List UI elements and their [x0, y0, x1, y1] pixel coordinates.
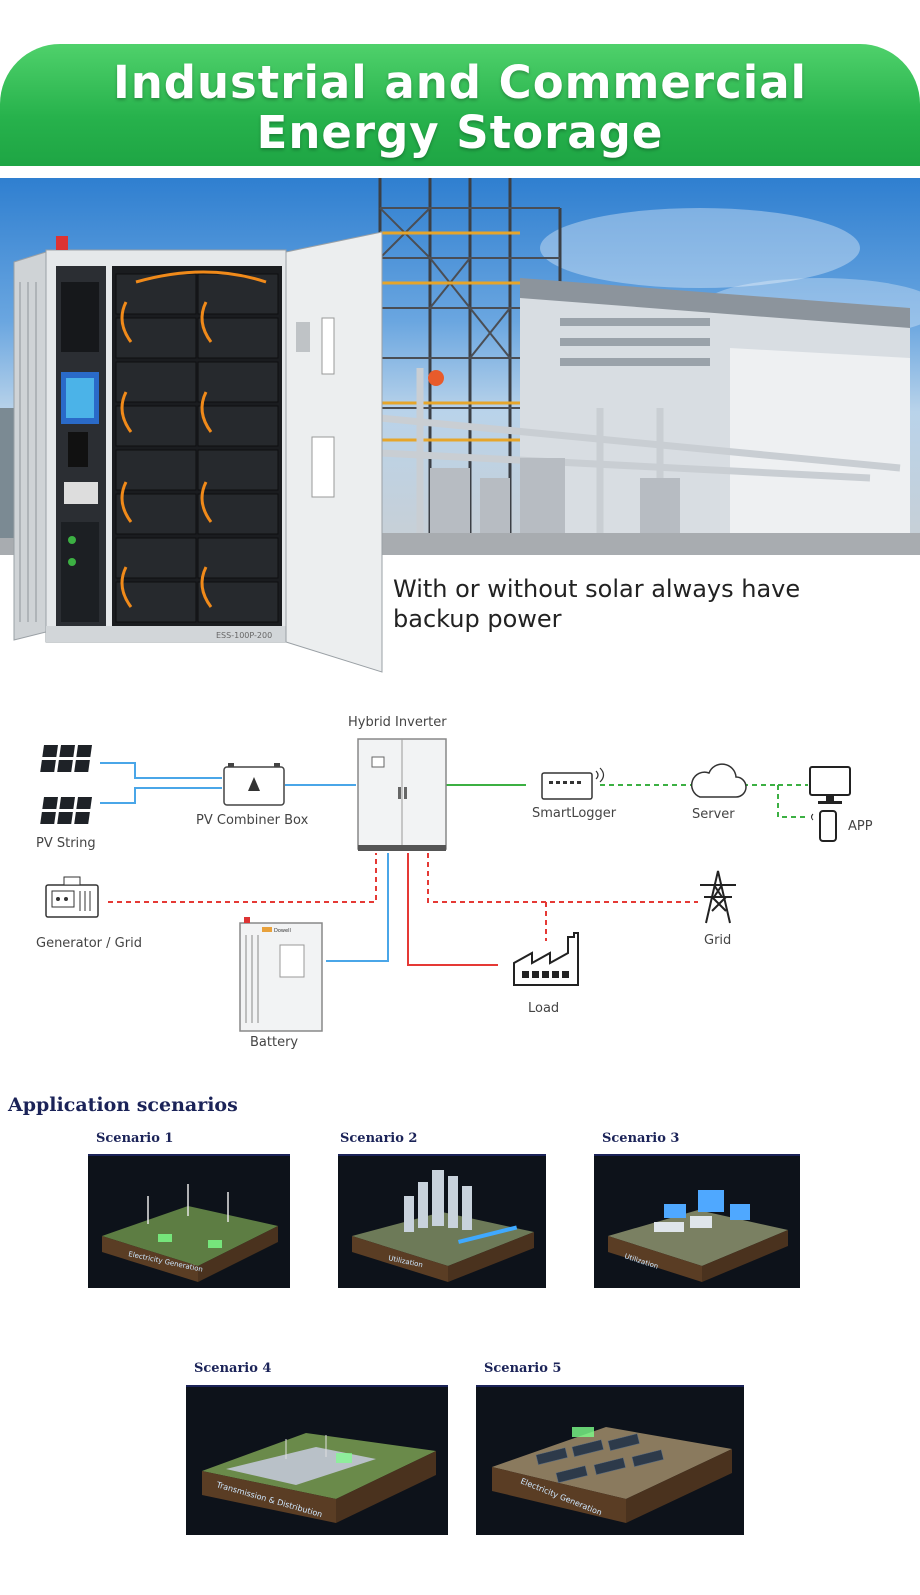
scenario-5-label: Scenario 5 — [484, 1361, 562, 1376]
phone-icon — [811, 810, 837, 842]
scenario-1-label: Scenario 1 — [96, 1131, 174, 1146]
scenario-1-image: Electricity Generation — [88, 1154, 290, 1288]
hybrid-inverter-icon — [357, 738, 447, 851]
label-pv-string: PV String — [36, 836, 96, 851]
tagline-line-1: With or without solar always have — [393, 575, 801, 603]
header-banner: Industrial and Commercial Energy Storage — [0, 44, 920, 166]
combiner-box-icon — [223, 763, 285, 806]
scenario-4-label: Scenario 4 — [194, 1361, 272, 1376]
cloud-icon — [690, 763, 747, 798]
label-app: APP — [848, 819, 873, 834]
tagline-line-2: backup power — [393, 605, 562, 633]
application-scenarios-heading: Application scenarios — [8, 1094, 238, 1116]
system-diagram: Dowell Hybrid Inverter PV String PV Comb… — [0, 705, 920, 1065]
label-smartlogger: SmartLogger — [532, 806, 617, 821]
label-server: Server — [692, 807, 735, 822]
label-grid: Grid — [704, 933, 732, 948]
hero-photo — [0, 178, 920, 555]
scenario-3-label: Scenario 3 — [602, 1131, 680, 1146]
solar-farm-scene-icon: Electricity Generation — [476, 1387, 744, 1535]
label-generator-grid: Generator / Grid — [36, 936, 142, 951]
hero-tagline: With or without solar always have backup… — [393, 574, 893, 634]
svg-text:ESS-100P-200: ESS-100P-200 — [216, 631, 272, 640]
factory-scene-icon: Utilization — [594, 1156, 800, 1288]
city-scene-icon: Utilization — [338, 1156, 546, 1288]
substation-scene-icon: Transmission & Distribution — [186, 1387, 448, 1535]
scenario-3-image: Utilization — [594, 1154, 800, 1288]
scenario-4-image: Transmission & Distribution — [186, 1385, 448, 1535]
transmission-tower-icon — [700, 870, 736, 924]
svg-text:Dowell: Dowell — [274, 928, 291, 934]
scenario-2-label: Scenario 2 — [340, 1131, 418, 1146]
title-line-1: Industrial and Commercial — [112, 56, 807, 109]
battery-cabinet-icon: Dowell — [239, 917, 323, 1032]
factory-icon — [513, 932, 579, 986]
scenario-5-image: Electricity Generation — [476, 1385, 744, 1535]
ess-cabinet-image: ESS-100P-200 — [13, 231, 383, 673]
monitor-icon — [809, 766, 851, 804]
label-load: Load — [528, 1001, 560, 1016]
generator-icon — [45, 876, 99, 918]
label-pv-combiner-box: PV Combiner Box — [196, 813, 309, 828]
diagram-wiring: Dowell — [40, 738, 851, 1032]
page-title: Industrial and Commercial Energy Storage — [0, 58, 920, 158]
industrial-plant-illustration — [0, 178, 920, 555]
label-hybrid-inverter: Hybrid Inverter — [348, 715, 447, 730]
label-battery: Battery — [250, 1035, 299, 1050]
smartlogger-icon — [541, 767, 605, 800]
wind-farm-scene-icon: Electricity Generation — [88, 1156, 290, 1288]
title-line-2: Energy Storage — [256, 106, 664, 159]
scenario-2-image: Utilization — [338, 1154, 546, 1288]
solar-panel-icon — [40, 745, 92, 824]
